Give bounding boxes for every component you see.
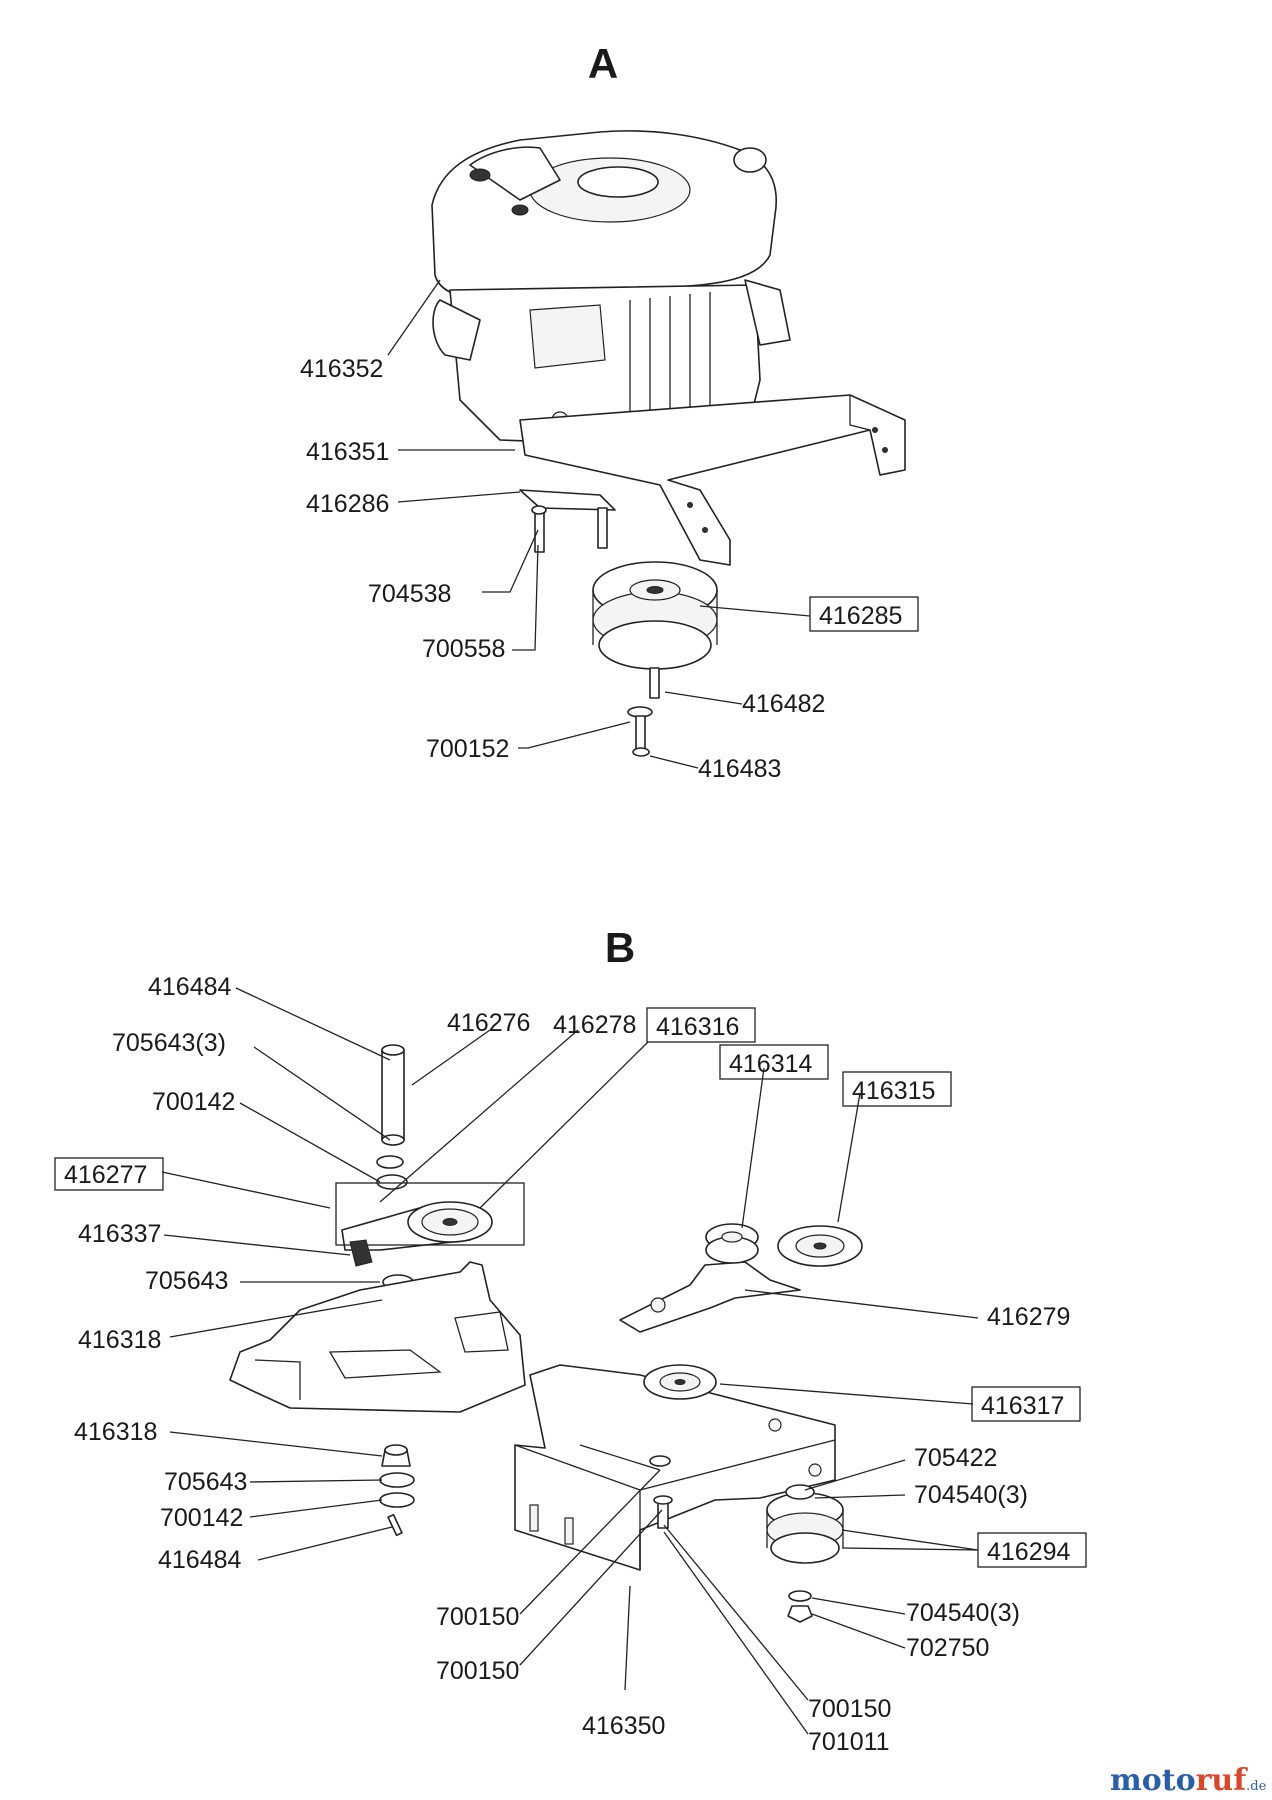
label-700150-a: 700150 <box>436 1603 519 1631</box>
label-416278: 416278 <box>553 1011 636 1039</box>
label-416483: 416483 <box>698 755 781 783</box>
label-702750: 702750 <box>906 1634 989 1662</box>
section-b-heading: B <box>605 924 635 971</box>
label-416352: 416352 <box>300 355 383 383</box>
label-705422: 705422 <box>914 1444 997 1472</box>
label-700150-c: 700150 <box>808 1695 891 1723</box>
label-416294: 416294 <box>987 1538 1071 1566</box>
label-700142-top: 700142 <box>152 1088 235 1116</box>
label-705643-mid: 705643 <box>145 1267 228 1295</box>
label-416316: 416316 <box>656 1013 739 1041</box>
label-416484-top: 416484 <box>148 973 232 1001</box>
label-700152: 700152 <box>426 735 509 763</box>
label-416285-box <box>809 596 919 632</box>
label-700150-b: 700150 <box>436 1657 519 1685</box>
label-416286: 416286 <box>306 490 389 518</box>
label-416314: 416314 <box>729 1050 813 1078</box>
label-416285: 416285 <box>819 602 902 630</box>
label-705643-3: 705643(3) <box>112 1029 226 1057</box>
leader-lines-b <box>161 987 979 1735</box>
label-416315-box <box>842 1071 952 1107</box>
label-416279: 416279 <box>987 1303 1070 1331</box>
label-416294-box <box>977 1532 1087 1568</box>
label-416316-box <box>646 1007 756 1043</box>
label-416482: 416482 <box>742 690 825 718</box>
label-416318-low: 416318 <box>74 1418 157 1446</box>
label-416314-box <box>719 1044 829 1080</box>
label-416317-box <box>971 1386 1081 1422</box>
logo-text: motoruf.de <box>1110 1763 1267 1798</box>
label-704540-3b: 704540(3) <box>906 1599 1020 1627</box>
label-704538: 704538 <box>368 580 451 608</box>
label-705643-low: 705643 <box>164 1468 247 1496</box>
label-416277-box <box>54 1157 164 1191</box>
leader-lines-a <box>387 279 811 769</box>
label-704540-3a: 704540(3) <box>914 1481 1028 1509</box>
label-416484-low: 416484 <box>158 1546 242 1574</box>
label-416315: 416315 <box>852 1077 935 1105</box>
label-416277: 416277 <box>64 1161 147 1189</box>
label-416337: 416337 <box>78 1220 161 1248</box>
label-416318-mid: 416318 <box>78 1326 161 1354</box>
label-701011: 701011 <box>808 1728 890 1756</box>
label-700558: 700558 <box>422 635 505 663</box>
label-416276: 416276 <box>447 1009 530 1037</box>
section-a-heading: A <box>588 40 618 87</box>
engine-illustration <box>431 130 906 757</box>
motoruf-logo: motoruf.de <box>1110 1763 1267 1798</box>
label-416350: 416350 <box>582 1712 665 1740</box>
label-416351: 416351 <box>306 438 389 466</box>
label-700142-low: 700142 <box>160 1504 243 1532</box>
label-416317: 416317 <box>981 1392 1064 1420</box>
drive-assembly-illustration <box>229 1044 863 1623</box>
